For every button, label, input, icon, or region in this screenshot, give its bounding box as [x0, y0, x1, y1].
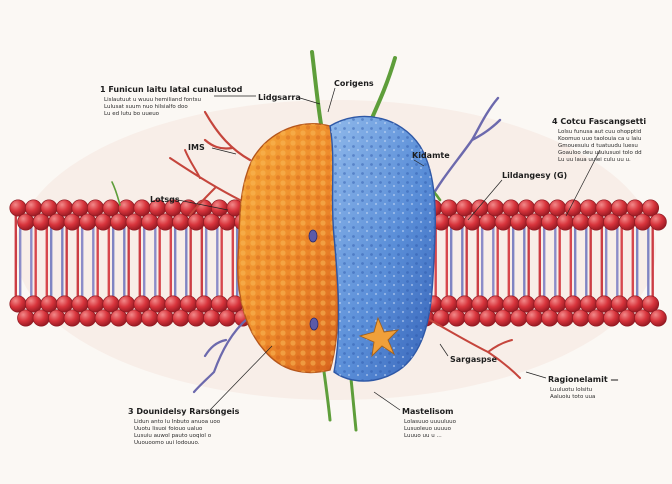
- leader-top-right: [565, 149, 601, 217]
- binding-site-upper: [308, 229, 318, 243]
- ligand-star: [358, 316, 400, 358]
- lipid-tails: [14, 213, 654, 312]
- leader-right-mid-inner: [467, 179, 503, 221]
- filament-green-top-right: [370, 56, 397, 120]
- label-bottom-center-title: Mastelisom: [402, 407, 453, 416]
- leader-lines: [177, 87, 601, 411]
- label-top-left-title: 1 Funicun laitu latal cunalustod: [100, 85, 243, 94]
- label-top-right-line: Koomuo uuo taolouia ca u laiu: [558, 136, 641, 142]
- label-bottom-left-line: Uuotu lisuoi foiouo ualuo: [134, 426, 203, 432]
- label-top-center-right: Corigens: [334, 79, 374, 88]
- leader-right-upper-inner: [413, 159, 425, 167]
- lipid-head-bottom: [649, 309, 667, 327]
- leader-bottom-right-inner: [439, 343, 449, 357]
- label-bottom-right-line: Aaluoiu toto uua: [550, 394, 595, 400]
- label-top-left-line: Lu ed lutu bo uueuo: [104, 111, 160, 117]
- label-top-left: 1 Funicun laitu latal cunalustod Lislaut…: [100, 85, 243, 117]
- label-bottom-left-line: Uuouoomo uui lodouuo.: [134, 440, 200, 446]
- label-bottom-right: Ragionelamit — Luuluotu lolsitu Aaluoiu …: [548, 375, 618, 400]
- label-bottom-center-line: Lolasuuo uuuuluuo: [404, 419, 457, 425]
- leader-bottom-center: [373, 391, 401, 411]
- lipid-head-top: [641, 199, 660, 217]
- leader-left-upper: [211, 147, 237, 155]
- label-right-mid-inner: Lildangesy (G): [502, 171, 567, 180]
- label-top-right-line: Gmouesuiu d tuatuudu luesu: [558, 143, 638, 149]
- lipid-head-bottom: [641, 295, 660, 313]
- leader-bottom-right: [525, 371, 547, 379]
- leader-top-center-right: [327, 87, 336, 113]
- label-top-right-line: Lu uu laua uuiei culu uu u.: [558, 157, 631, 163]
- label-top-left-line: Lislautuut u wuuu hemiliand fontsu: [104, 97, 201, 103]
- label-top-right-line: Lolsu funusa aut cuu ohopptid: [558, 129, 641, 135]
- binding-site-lower: [309, 317, 319, 331]
- label-bottom-left-title: 3 Dounidelsy Rarsongeis: [128, 407, 240, 416]
- label-bottom-left: 3 Dounidelsy Rarsongeis Lidun anto lu In…: [128, 407, 240, 446]
- label-bottom-right-line: Luuluotu lolsitu: [550, 387, 592, 393]
- label-left-upper: IMS: [188, 143, 205, 152]
- filament-red-right-bottom: [429, 319, 521, 379]
- lipid-head-top: [649, 213, 667, 231]
- label-top-right: 4 Cotcu Fascangsetti Lolsu funusa aut cu…: [552, 117, 646, 163]
- filament-purple-left-bottom: [192, 316, 250, 394]
- leader-bottom-left: [209, 345, 273, 411]
- orange-protein-texture: [237, 123, 338, 373]
- label-bottom-right-title: Ragionelamit —: [548, 375, 618, 384]
- label-top-left-line: Lulusat suum nuo hilsialfo doo: [104, 104, 188, 110]
- blue-protein-texture: [330, 116, 436, 382]
- filament-green-small-left: [111, 181, 121, 206]
- label-bottom-center-line: Lusuoleuo uuuuo: [404, 426, 452, 432]
- label-bottom-left-line: Lidun anto lu Inbuto anuoa uoo: [134, 419, 221, 425]
- label-right-upper-inner: Kidamte: [412, 151, 450, 160]
- label-bottom-center-line: Luuuo uu u ...: [404, 433, 442, 439]
- label-bottom-right-inner: Sargaspse: [450, 355, 497, 364]
- filament-red-left-upper: [203, 110, 252, 162]
- label-left-mid: Lotsgs: [150, 195, 180, 204]
- callouts: 1 Funicun laitu latal cunalustod Lislaut…: [100, 79, 646, 446]
- leader-top-center-left: [299, 97, 321, 105]
- label-bottom-left-line: Lusuiu auwol pauto uoqiol o: [134, 433, 212, 439]
- label-top-right-line: Goauloo deu usuiusuoi tolo dd: [558, 150, 642, 156]
- protein-complex: [237, 115, 436, 382]
- leader-left-mid: [177, 199, 229, 211]
- label-top-right-title: 4 Cotcu Fascangsetti: [552, 117, 646, 126]
- filament-purple-right-top: [428, 96, 502, 202]
- label-bottom-center: Mastelisom Lolasuuo uuuuluuo Lusuoleuo u…: [402, 407, 457, 439]
- filament-red-left-mid: [169, 149, 241, 216]
- label-top-center-left: Lidgsarra: [258, 93, 301, 102]
